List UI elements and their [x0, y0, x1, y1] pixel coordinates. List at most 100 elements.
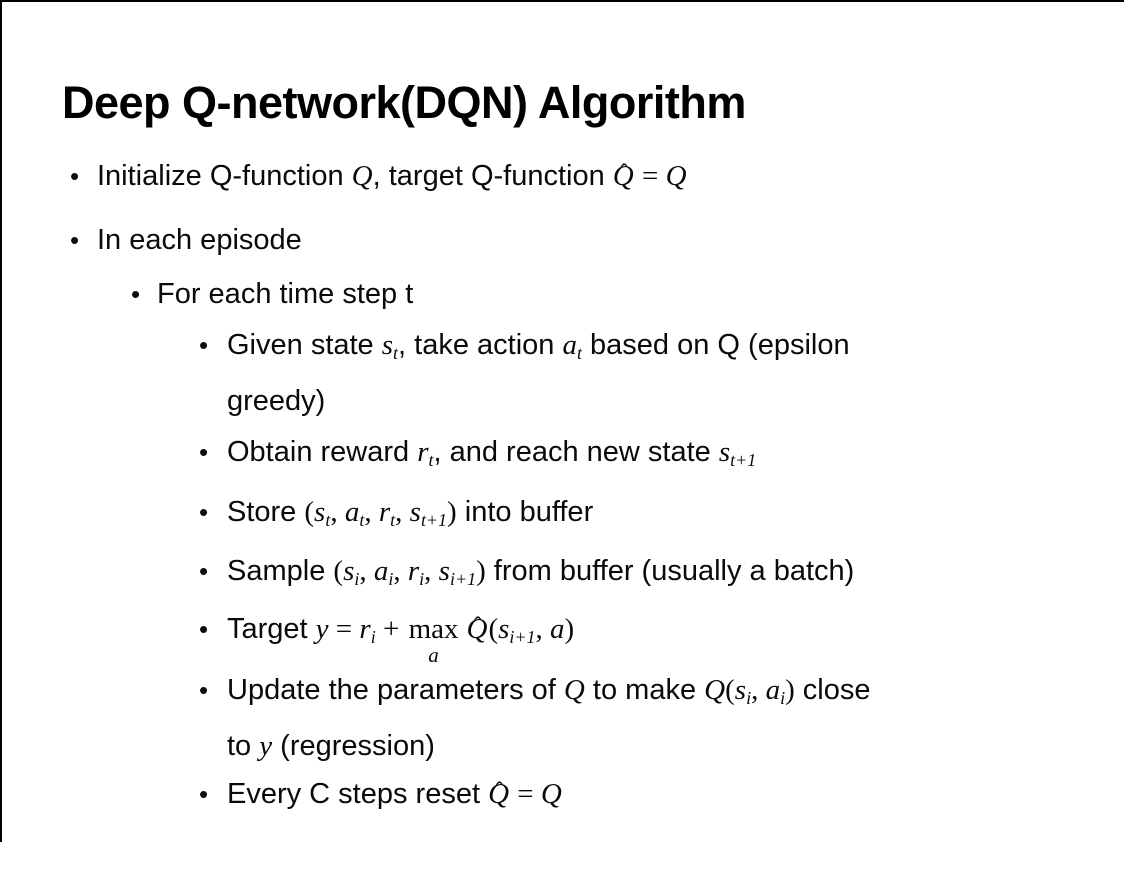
text-segment: Q	[704, 674, 726, 707]
text-segment: Update the parameters of	[227, 674, 564, 707]
text-segment: t	[325, 510, 331, 531]
bullet-marker-icon: •	[199, 330, 209, 360]
text-segment: )	[476, 555, 486, 588]
text-segment: i	[354, 569, 360, 590]
bullet-item: • In each episode	[0, 216, 1100, 264]
text-segment: s	[343, 555, 355, 588]
text-segment: Given state	[227, 329, 382, 361]
text-segment: Q	[540, 778, 562, 811]
bullet-marker-icon: •	[199, 437, 209, 468]
bullet-line: Store (st, at, rt, st+1) into buffer	[227, 488, 1100, 544]
text-segment: =	[510, 778, 541, 811]
text-segment: Q	[613, 160, 634, 192]
text-segment: ,	[359, 555, 374, 588]
text-segment: s	[381, 329, 394, 361]
text-segment: r	[359, 613, 371, 646]
bullet-line: In each episode	[97, 216, 1100, 264]
text-segment: t+1	[730, 450, 757, 471]
text-segment: a	[344, 496, 360, 529]
text-segment: r	[378, 496, 391, 529]
text-segment: , target Q-function	[372, 160, 613, 192]
bullet-marker-icon: •	[199, 779, 209, 810]
text-segment: a	[550, 613, 565, 646]
text-segment: i	[370, 627, 376, 648]
bullet-item: • Obtain reward rt, and reach new state s…	[0, 428, 1100, 484]
text-segment: =	[328, 613, 360, 646]
max-operator-label: max	[408, 613, 459, 646]
text-segment: )	[447, 496, 457, 529]
text-segment: t+1	[420, 510, 448, 531]
text-segment: s	[314, 496, 326, 529]
slide-border-left	[0, 0, 2, 842]
text-segment: into buffer	[456, 496, 594, 529]
text-segment: s	[438, 555, 450, 588]
bullet-marker-icon: •	[199, 497, 209, 528]
text-segment: , take action	[398, 329, 563, 361]
text-segment: Target	[227, 613, 316, 646]
text-segment: t	[359, 510, 365, 531]
text-segment: =	[634, 160, 666, 192]
text-segment: r	[407, 555, 420, 588]
text-segment: based on Q (epsilon	[581, 329, 850, 361]
text-segment: i	[746, 688, 752, 709]
text-segment: s	[409, 496, 421, 529]
text-segment: from buffer (usually a batch)	[485, 555, 855, 588]
text-segment: Initialize Q-function	[97, 160, 352, 192]
bullet-item: • Store (st, at, rt, st+1) into buffer	[0, 488, 1100, 544]
text-segment: a	[765, 674, 781, 707]
text-segment: ,	[424, 555, 439, 588]
bullet-item: • Given state st, take action at based on…	[0, 321, 1100, 425]
text-segment: a	[373, 555, 389, 588]
text-segment: t	[428, 450, 434, 471]
bullet-line: Obtain reward rt, and reach new state st…	[227, 428, 1100, 484]
text-segment: )	[564, 613, 575, 646]
text-segment: s	[734, 674, 747, 707]
text-segment: (	[333, 555, 344, 588]
text-segment: +	[375, 613, 407, 646]
text-segment: ,	[393, 555, 408, 588]
bullet-item: • For each time step t	[0, 270, 1100, 318]
text-segment: ,	[364, 496, 379, 529]
text-segment: , and reach new state	[433, 436, 719, 469]
text-segment: Store	[227, 496, 305, 529]
bullet-marker-icon: •	[199, 675, 209, 706]
text-segment: (	[725, 674, 735, 707]
slide-border-top	[0, 0, 1124, 2]
text-segment: Sample	[227, 555, 334, 588]
text-segment: y	[315, 613, 329, 646]
slide-title: Deep Q-network(DQN) Algorithm	[62, 77, 746, 129]
bullet-line: to y (regression)	[227, 722, 1100, 770]
text-segment: )	[785, 674, 795, 707]
bullet-marker-icon: •	[70, 225, 80, 255]
text-segment: Q	[488, 778, 509, 810]
text-segment: Obtain reward	[227, 436, 418, 469]
bullet-line: Initialize Q-function Q, target Q-functi…	[97, 152, 1100, 200]
bullet-item: •Initialize Q-function Q, target Q-funct…	[0, 152, 1100, 200]
text-segment: Q	[665, 160, 687, 192]
bullet-line: Every C steps reset Q = Q	[227, 770, 1100, 818]
text-segment: (	[304, 496, 315, 529]
bullet-marker-icon: •	[70, 161, 80, 191]
bullet-line: Sample (si, ai, ri, si+1) from buffer (u…	[227, 547, 1100, 603]
bullet-list: •Initialize Q-function Q, target Q-funct…	[0, 152, 1100, 818]
text-segment: s	[498, 613, 510, 646]
text-segment: r	[417, 436, 429, 469]
text-segment: ,	[395, 496, 410, 529]
text-segment: i	[388, 569, 394, 590]
text-segment: close	[794, 674, 871, 707]
text-segment: For each time step t	[157, 278, 414, 310]
text-segment: i+1	[509, 627, 536, 648]
text-segment: ,	[535, 613, 551, 646]
bullet-line: Given state st, take action at based on …	[227, 321, 1100, 377]
bullet-marker-icon: •	[131, 279, 141, 309]
text-segment: Every C steps reset	[227, 778, 489, 811]
text-segment: to	[227, 730, 260, 763]
text-segment: y	[259, 730, 273, 763]
bullet-line: greedy)	[227, 377, 1100, 425]
text-segment: t	[390, 510, 396, 531]
text-segment: t	[393, 343, 399, 364]
